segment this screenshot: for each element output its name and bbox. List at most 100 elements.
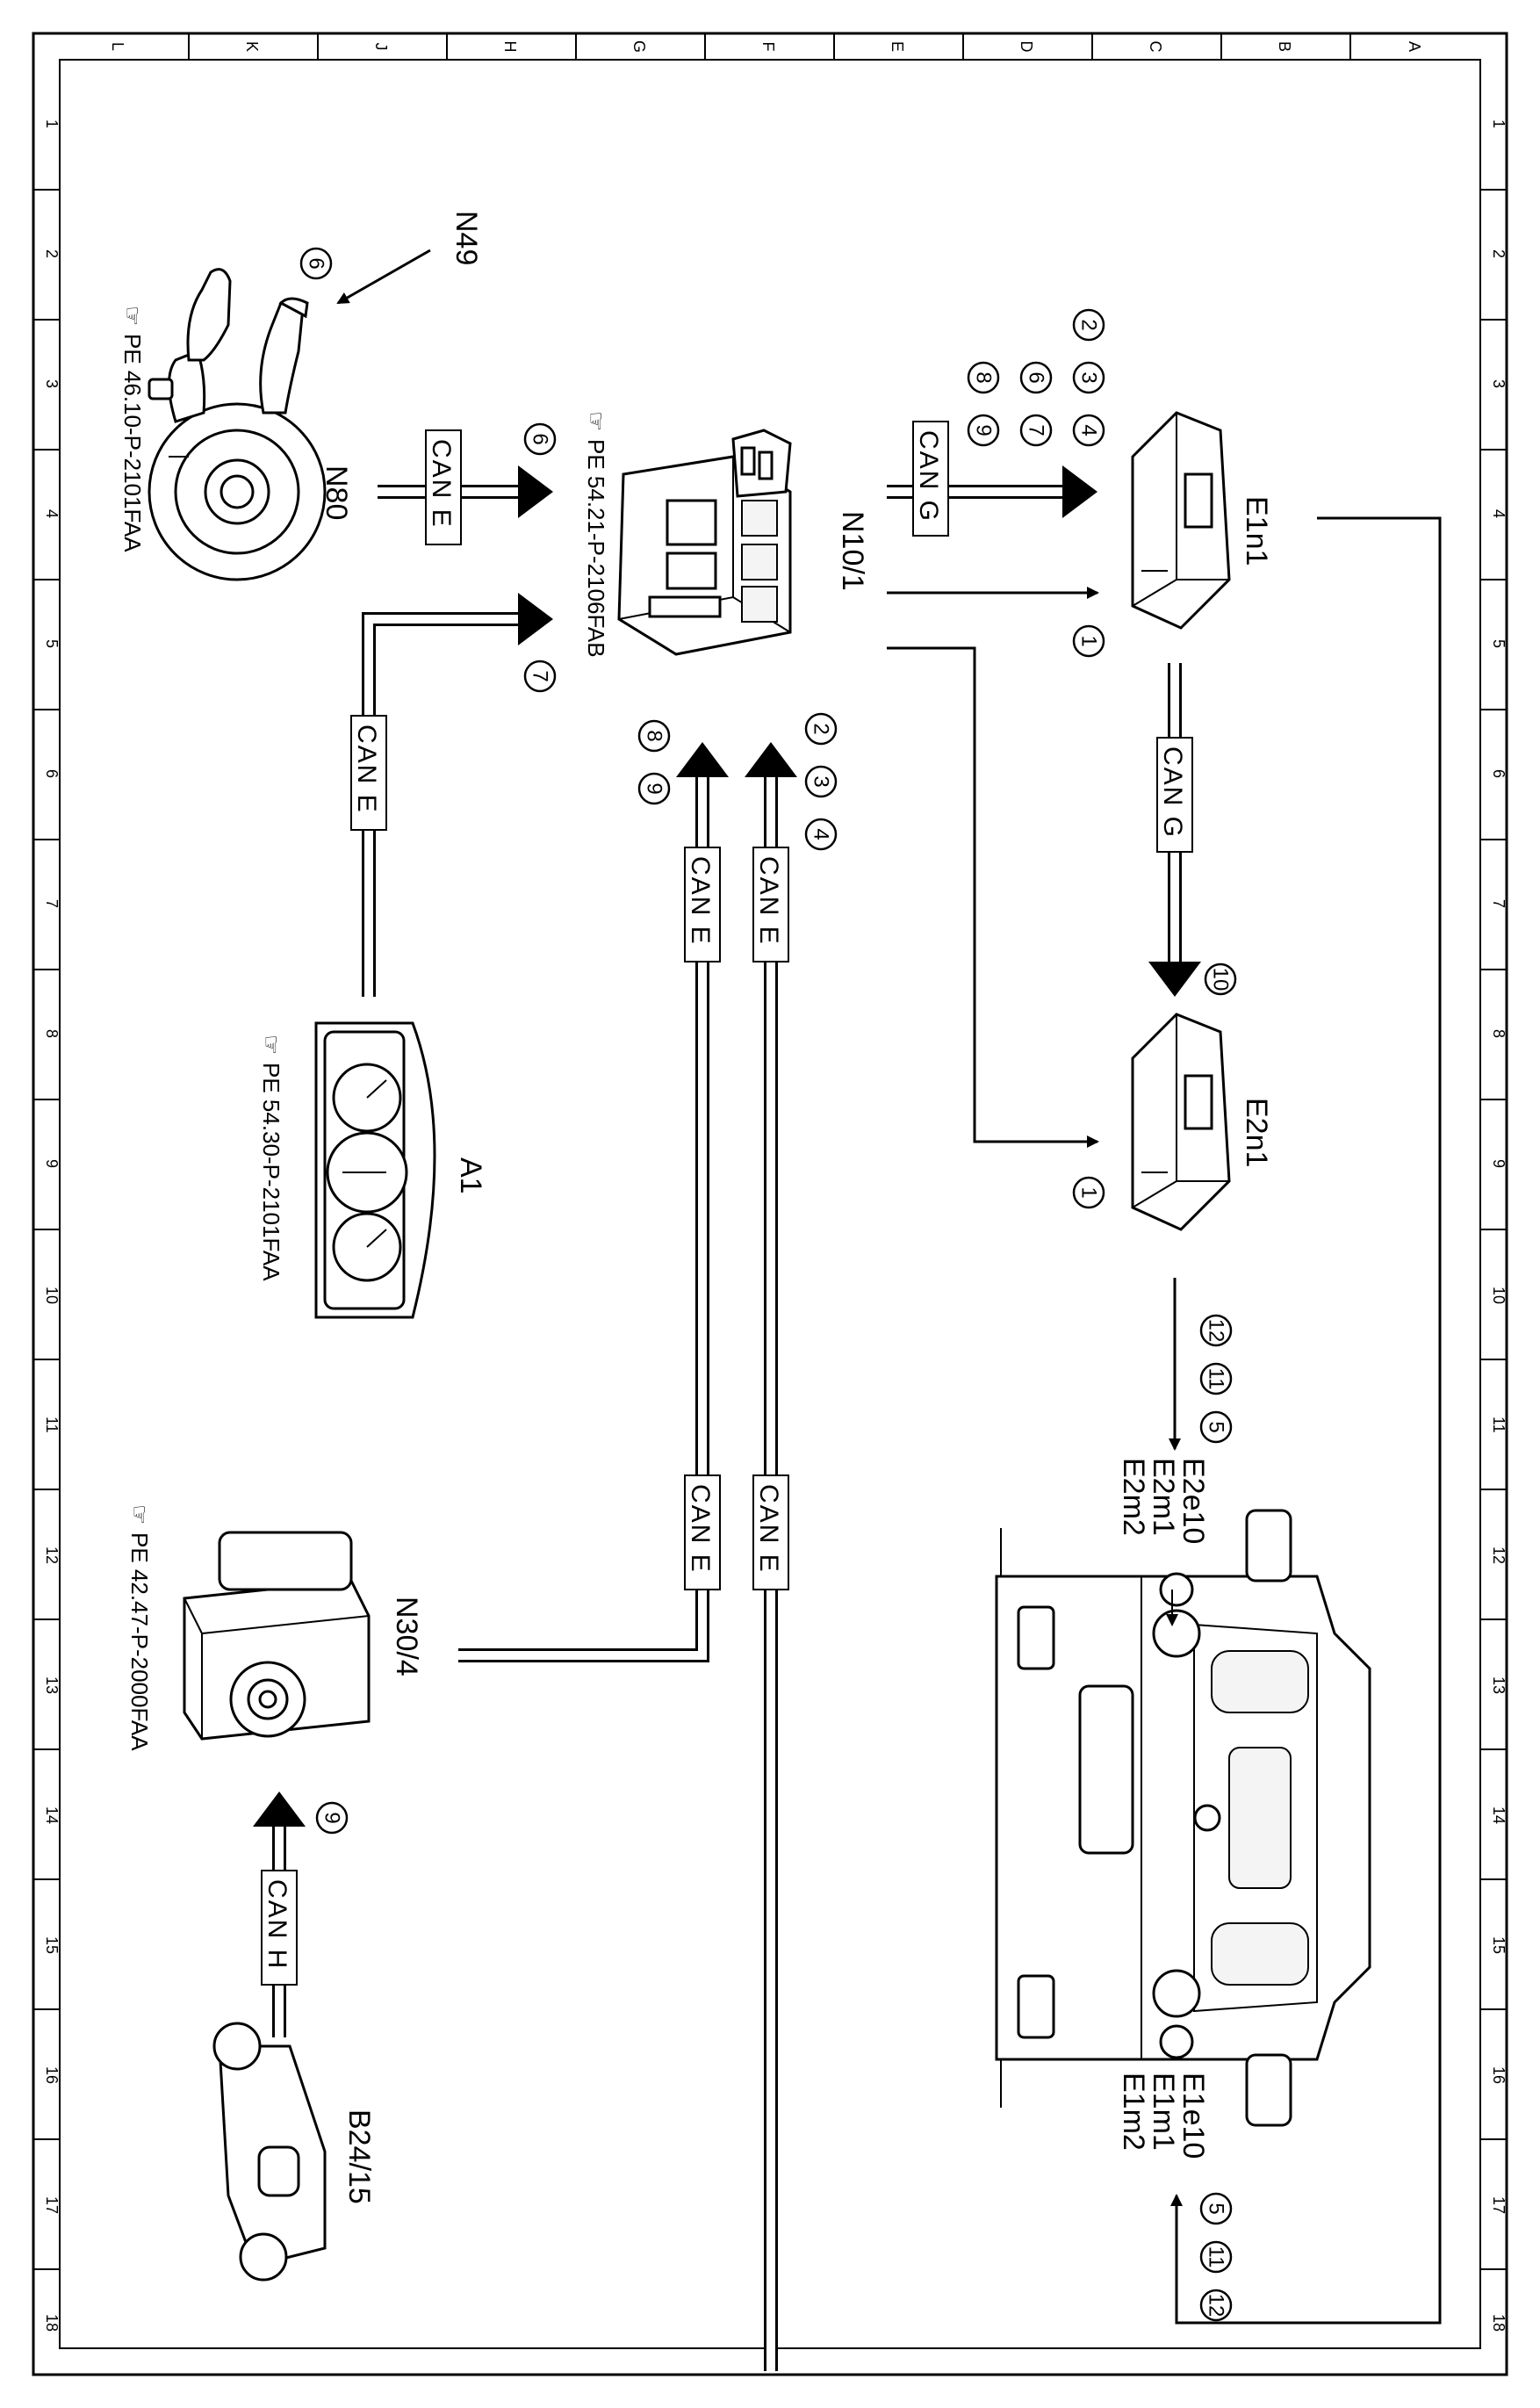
svg-text:3: 3 xyxy=(810,775,833,787)
svg-text:9: 9 xyxy=(320,1812,344,1823)
bus-arrowhead xyxy=(1062,465,1097,518)
row-label: 2 xyxy=(43,249,61,258)
svg-text:12: 12 xyxy=(1205,2294,1228,2318)
row-label: 17 xyxy=(1490,2196,1508,2214)
svg-text:8: 8 xyxy=(972,371,996,383)
row-label: 16 xyxy=(1490,2066,1508,2084)
signal-badge: 4 xyxy=(1072,414,1105,447)
n10-1-reference: PE 54.21-P-2106FAB xyxy=(583,439,609,658)
row-label: 11 xyxy=(43,1417,61,1433)
row-label: 17 xyxy=(43,2196,61,2214)
row-label: 7 xyxy=(43,899,61,908)
svg-text:8: 8 xyxy=(643,730,666,741)
signal-badge: 9 xyxy=(315,1801,349,1835)
can-e-a1-to-n10-bus xyxy=(362,612,518,997)
row-label: 7 xyxy=(1490,899,1508,908)
row-label: 18 xyxy=(43,2314,61,2332)
can-e-label-trunk-upper: CAN E xyxy=(752,847,789,962)
can-g-label-e1n1: CAN G xyxy=(912,421,949,537)
svg-text:11: 11 xyxy=(1205,2246,1228,2268)
can-e-label-a1: CAN E xyxy=(350,715,387,831)
signal-badge: 6 xyxy=(1019,361,1053,394)
row-label: 10 xyxy=(1490,1287,1508,1304)
e2m2-label: E2m2 xyxy=(1117,1458,1150,1536)
row-label: 6 xyxy=(1490,769,1508,778)
signal-badge: 8 xyxy=(967,361,1000,394)
a1-instrument-cluster-drawing xyxy=(314,1021,436,1319)
row-label: 15 xyxy=(43,1936,61,1954)
svg-text:2: 2 xyxy=(810,723,833,734)
e1n1-module-drawing xyxy=(1131,411,1231,630)
row-label: 9 xyxy=(43,1159,61,1168)
svg-text:CAN E: CAN E xyxy=(754,856,783,946)
e1e10-label: E1e10 xyxy=(1177,2073,1210,2159)
signal-badge: 12 xyxy=(1199,1314,1233,1347)
signal-badge: 1 xyxy=(1072,624,1105,658)
row-ticks xyxy=(33,189,1507,2270)
row-label: 10 xyxy=(43,1287,61,1304)
svg-text:CAN E: CAN E xyxy=(686,1484,715,1574)
svg-text:6: 6 xyxy=(1025,371,1048,383)
svg-text:CAN E: CAN E xyxy=(427,439,456,529)
signal-badge: 9 xyxy=(967,414,1000,447)
svg-text:5: 5 xyxy=(1205,1421,1228,1432)
bus-arrowhead xyxy=(518,465,553,518)
row-label: 3 xyxy=(43,379,61,388)
n30-4-reference: PE 42.47-P-2000FAA xyxy=(126,1532,153,1751)
signal-badge: 7 xyxy=(523,660,557,693)
svg-text:11: 11 xyxy=(1205,1368,1228,1390)
signal-badge: 5 xyxy=(1199,2192,1233,2225)
signal-badge: 10 xyxy=(1204,962,1237,996)
svg-text:CAN E: CAN E xyxy=(686,856,715,946)
signal-badge: 12 xyxy=(1199,2289,1233,2322)
n10-1-sam-module-drawing xyxy=(617,429,792,656)
column-labels: L K J H G F E D C B A xyxy=(109,40,1423,53)
column-label: K xyxy=(243,41,261,52)
svg-text:1: 1 xyxy=(1077,1186,1101,1198)
svg-text:6: 6 xyxy=(529,433,552,444)
n49-arrow xyxy=(336,249,431,305)
n80-reference-icon: ☞ xyxy=(119,306,146,326)
row-label: 1 xyxy=(43,119,61,128)
row-label: 13 xyxy=(43,1676,61,1694)
can-e-label-n80: CAN E xyxy=(425,429,462,545)
row-label: 15 xyxy=(1490,1936,1508,1954)
svg-text:CAN E: CAN E xyxy=(754,1484,783,1574)
can-g-label-e2n1: CAN G xyxy=(1156,737,1193,853)
column-label: L xyxy=(109,42,126,51)
svg-text:CAN G: CAN G xyxy=(1158,746,1187,839)
row-label: 12 xyxy=(1490,1546,1508,1564)
row-label: 4 xyxy=(43,509,61,518)
signal-badge: 9 xyxy=(637,772,671,805)
column-label: F xyxy=(759,42,777,52)
svg-text:7: 7 xyxy=(1025,424,1048,436)
signal-badge: 2 xyxy=(1072,308,1105,342)
row-label: 16 xyxy=(43,2066,61,2084)
e2n1-module-drawing xyxy=(1131,1013,1231,1231)
row-label: 3 xyxy=(1490,379,1508,388)
row-label: 6 xyxy=(43,769,61,778)
b24-15-sensor-drawing xyxy=(212,2022,327,2282)
column-label: B xyxy=(1276,41,1293,52)
bus-arrowhead xyxy=(253,1792,306,1827)
signal-badge: 2 xyxy=(804,712,838,746)
row-label: 11 xyxy=(1490,1417,1508,1433)
a1-reference: PE 54.30-P-2101FAA xyxy=(258,1063,284,1281)
column-label: A xyxy=(1406,41,1423,52)
svg-text:10: 10 xyxy=(1209,968,1233,991)
column-label: J xyxy=(372,43,390,51)
signal-badge: 6 xyxy=(523,422,557,456)
n49-label: N49 xyxy=(450,211,483,265)
svg-text:9: 9 xyxy=(972,424,996,436)
row-label: 2 xyxy=(1490,249,1508,258)
row-label: 14 xyxy=(1490,1806,1508,1824)
bus-arrowhead xyxy=(676,742,729,777)
n10-1-reference-icon: ☞ xyxy=(583,411,609,431)
e2-output-labels: E2e10 E2m1 E2m2 xyxy=(1117,1458,1210,1544)
a1-label: A1 xyxy=(454,1157,487,1194)
row-label: 12 xyxy=(43,1546,61,1564)
e1n1-label: E1n1 xyxy=(1240,496,1273,566)
n80-label: N80 xyxy=(320,465,353,520)
can-e-label-n30-upper: CAN E xyxy=(684,847,721,962)
